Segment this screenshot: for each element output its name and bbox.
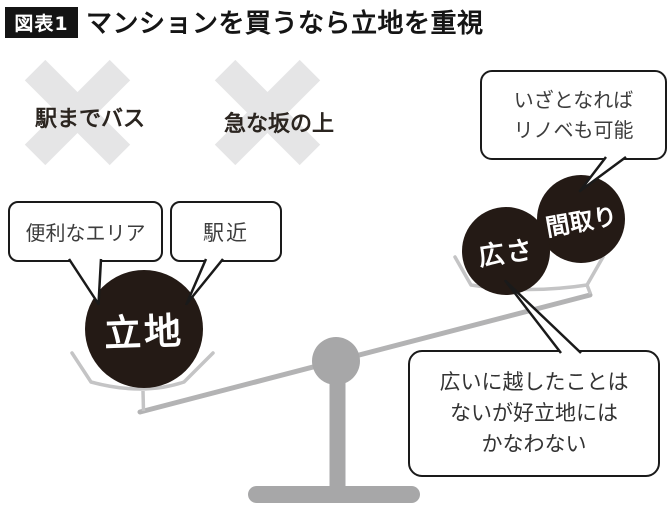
pedestal-post (329, 365, 346, 490)
callout-location-wins-text: 広いに越したことは ないが好立地には かなわない (439, 370, 629, 456)
callout-convenient-area: 便利なエリア (8, 201, 163, 262)
weight-floorplan: 間取り (537, 175, 625, 263)
callout-near-station: 駅近 (170, 201, 282, 262)
weight-floorplan-label: 間取り (543, 201, 620, 242)
weight-location: 立地 (85, 270, 203, 388)
callout-renovation-text: いざとなれば リノベも可能 (513, 88, 634, 142)
weight-size: 広さ (462, 207, 550, 295)
fulcrum-ball (312, 337, 360, 385)
rejected-label-steep-hill: 急な坂の上 (223, 112, 334, 137)
weight-location-label: 立地 (103, 309, 185, 356)
figure-tag-label: 図表1 (14, 13, 69, 35)
figure-title-text: マンションを買うなら立地を重視 (86, 8, 484, 39)
figure-tag-badge: 図表1 (5, 7, 78, 38)
callout-near-station-text: 駅近 (203, 220, 249, 245)
left-pan-stem (141, 390, 146, 412)
callout-convenient-area-text: 便利なエリア (25, 221, 146, 245)
right-pan-stem (585, 284, 593, 295)
pedestal-base (248, 486, 420, 503)
callout-renovation-possible: いざとなれば リノベも可能 (480, 70, 667, 160)
weight-size-label: 広さ (476, 234, 537, 273)
callout-location-wins: 広いに越したことは ないが好立地には かなわない (408, 350, 660, 477)
rejected-label-bus-to-station: 駅までバス (34, 107, 145, 132)
figure-title: マンションを買うなら立地を重視 (86, 3, 484, 39)
